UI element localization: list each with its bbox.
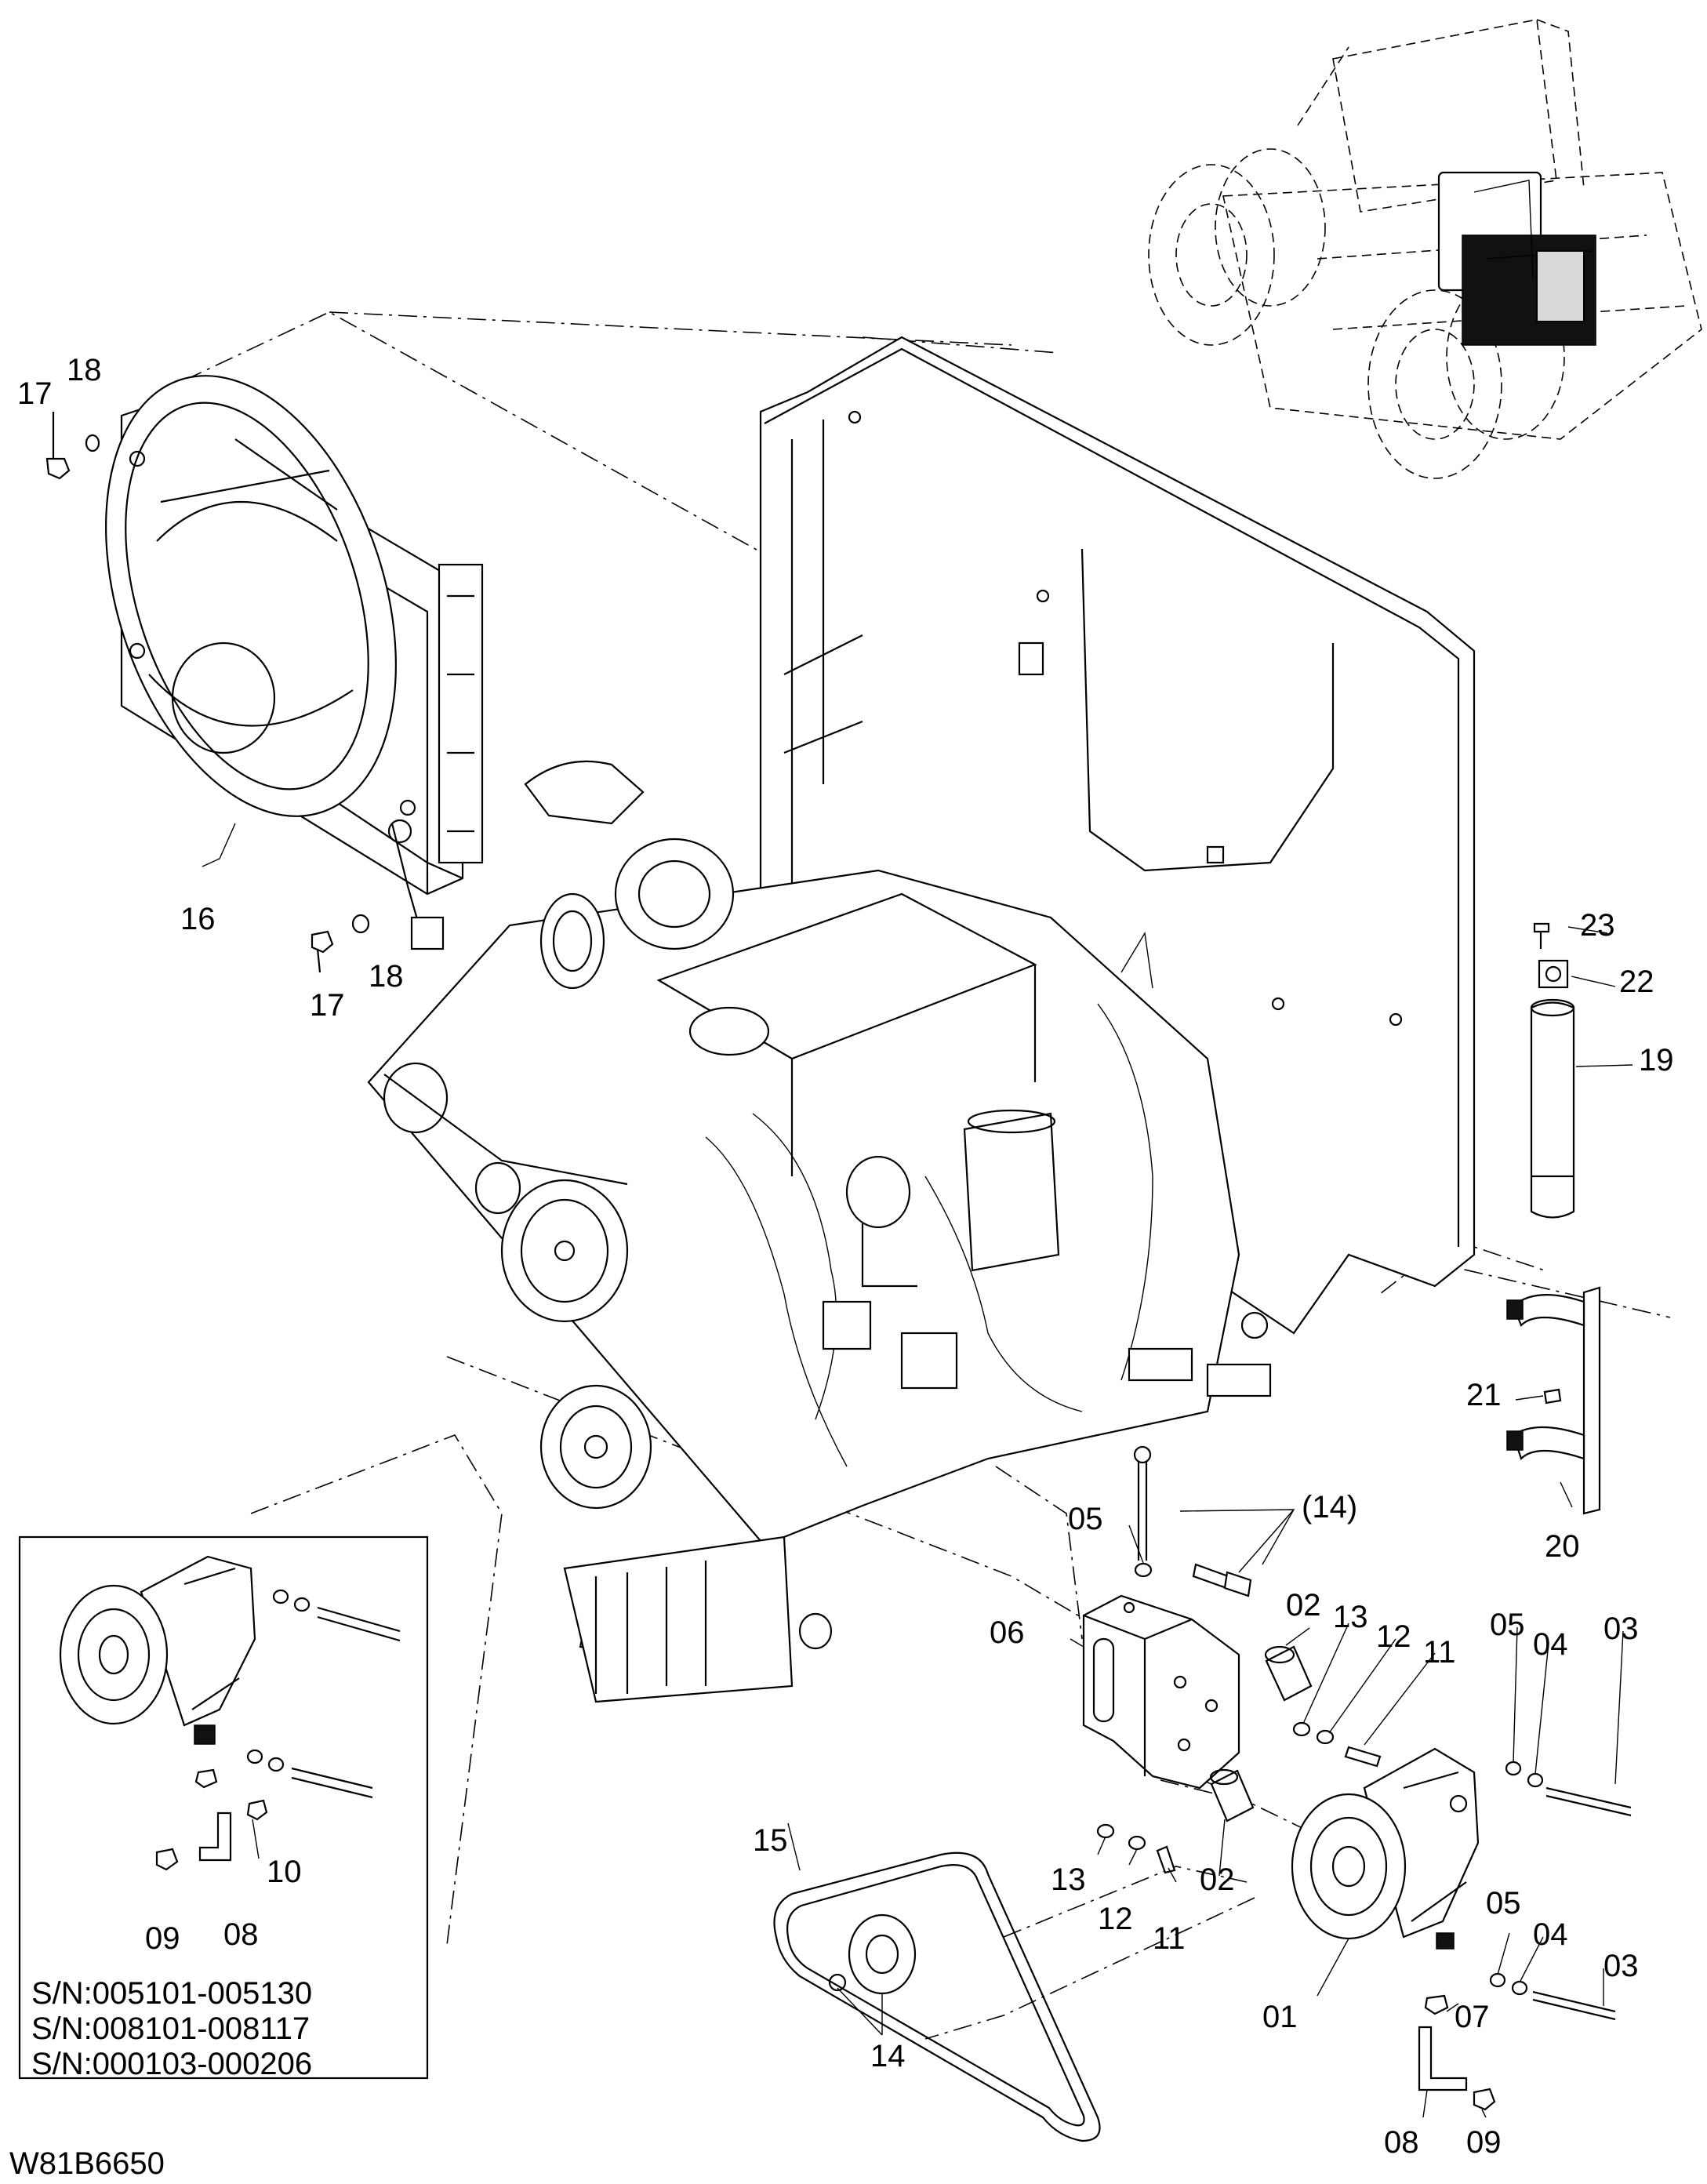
diagram-id: W81B6650: [9, 2146, 165, 2181]
serial-inset: [18, 1535, 429, 2080]
radiator-fan-shroud: [105, 375, 484, 950]
callout-19: 19: [1639, 1043, 1674, 1077]
leader-lines: [202, 823, 1633, 2118]
ac-compressor: [1291, 1747, 1496, 2111]
callout-18-lower: 18: [369, 959, 404, 994]
serial-number-1: S/N:005101-005130: [31, 1976, 312, 2011]
inset-callout-09: 09: [145, 1921, 180, 1956]
callout-04-a: 04: [1533, 1627, 1568, 1662]
spacers-and-bolts: [1096, 1562, 1632, 2021]
callout-14-ref: (14): [1302, 1490, 1357, 1524]
callout-21: 21: [1466, 1378, 1502, 1412]
callout-16: 16: [180, 902, 216, 936]
callout-14: 14: [870, 2039, 906, 2073]
callout-20: 20: [1545, 1529, 1580, 1564]
callout-18-upper: 18: [67, 353, 102, 387]
v-belt: [773, 1851, 1101, 2142]
callout-13-b: 13: [1051, 1862, 1086, 1897]
serial-number-list: S/N:005101-005130 S/N:008101-008117 S/N:…: [31, 1976, 312, 2081]
callout-05-b: 05: [1490, 1608, 1525, 1642]
machine-location-thumbnail: [1148, 19, 1702, 479]
engine-assembly: [367, 760, 1272, 1703]
callout-23: 23: [1580, 908, 1615, 943]
callout-09: 09: [1466, 2125, 1502, 2160]
callout-06: 06: [990, 1615, 1025, 1650]
callout-02-b: 02: [1200, 1862, 1235, 1897]
inset-callout-10: 10: [267, 1855, 302, 1889]
callout-12-b: 12: [1098, 1902, 1133, 1936]
callout-22: 22: [1619, 965, 1654, 999]
callout-01: 01: [1262, 2000, 1298, 2034]
compressor-bracket: [1082, 1594, 1240, 1790]
callout-13-a: 13: [1333, 1600, 1368, 1634]
drier-bracket: [1506, 1286, 1601, 1515]
callout-17-upper: 17: [17, 376, 53, 411]
callout-08: 08: [1384, 2125, 1419, 2160]
callout-05-a: 05: [1068, 1502, 1103, 1536]
callout-11-b: 11: [1153, 1921, 1186, 1956]
callout-02-a: 02: [1286, 1588, 1321, 1623]
callout-labels: 17 18 16 17 18 23 22 19 21 20 05 (14) 06…: [17, 353, 1674, 2160]
serial-number-3: S/N:000103-000206: [31, 2047, 312, 2081]
callout-03-a: 03: [1603, 1612, 1639, 1646]
callout-03-b: 03: [1603, 1949, 1639, 1983]
callout-05-c: 05: [1486, 1886, 1521, 1921]
callout-15: 15: [753, 1823, 788, 1858]
callout-12-a: 12: [1376, 1619, 1411, 1654]
inset-callout-08: 08: [223, 1917, 259, 1952]
callout-07: 07: [1455, 2000, 1490, 2034]
bolt-washer-lower: [311, 914, 370, 973]
callout-04-b: 04: [1533, 1917, 1568, 1952]
bolt-washer-upper: [45, 412, 100, 480]
receiver-drier: [1530, 922, 1575, 1219]
serial-number-2: S/N:008101-008117: [31, 2011, 310, 2046]
callout-17-lower: 17: [310, 988, 345, 1023]
callout-11-a: 11: [1423, 1635, 1456, 1670]
